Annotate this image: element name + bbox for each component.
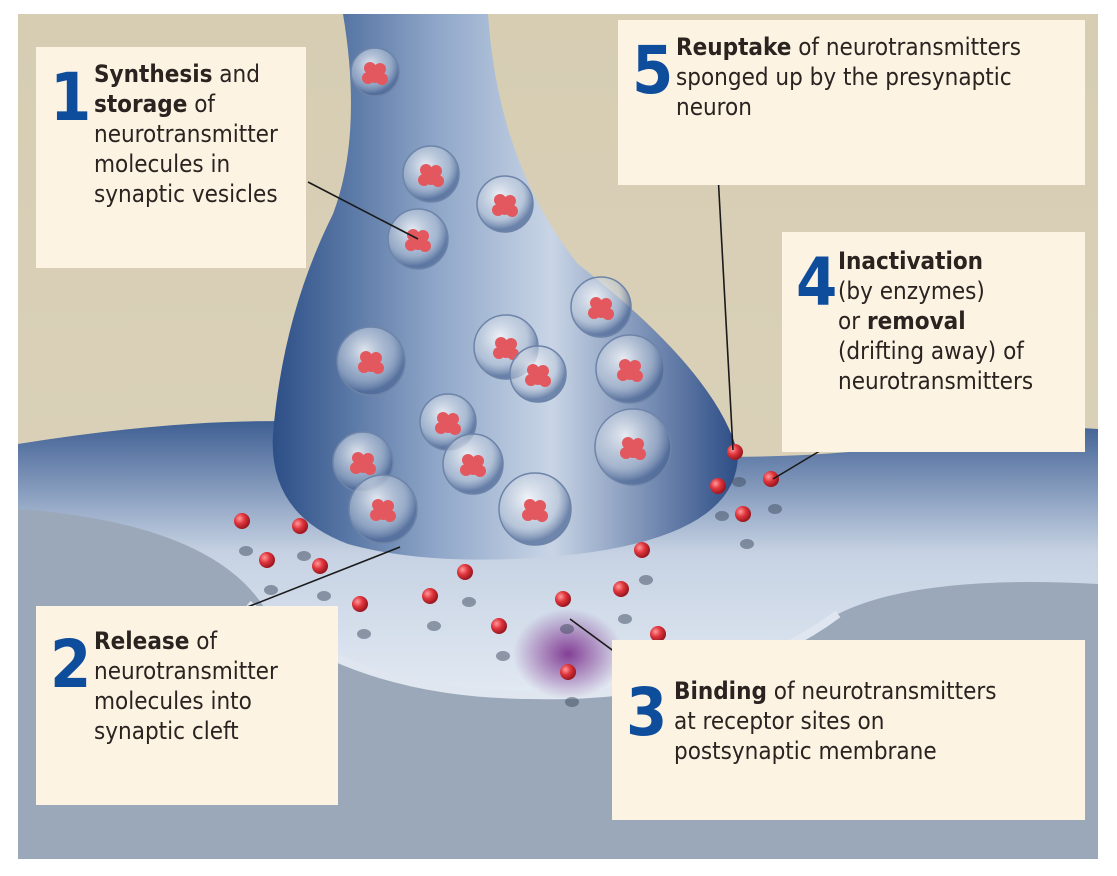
neurotransmitter-molecule bbox=[710, 478, 726, 494]
neurotransmitter-molecule bbox=[560, 664, 576, 680]
molecule-shadow bbox=[618, 614, 632, 624]
neurotransmitter-molecule bbox=[613, 581, 629, 597]
neurotransmitter-molecule bbox=[292, 518, 308, 534]
step-number-1: 1 bbox=[50, 59, 91, 136]
vesicle bbox=[348, 474, 418, 544]
neurotransmitter-molecule bbox=[259, 552, 275, 568]
step-4-text: or bbox=[838, 307, 867, 335]
vesicle bbox=[402, 145, 460, 203]
step-4-text: neurotransmitters bbox=[838, 367, 1034, 395]
step-4-text: (drifting away) of bbox=[838, 337, 1024, 365]
vesicle bbox=[594, 408, 672, 486]
neurotransmitter-molecule bbox=[634, 542, 650, 558]
molecule-shadow bbox=[740, 539, 754, 549]
vesicle bbox=[498, 472, 572, 546]
neurotransmitter-molecule bbox=[234, 513, 250, 529]
neurotransmitter-molecules bbox=[234, 444, 782, 707]
step-number-3: 3 bbox=[626, 674, 667, 751]
neurotransmitter-molecule bbox=[555, 591, 571, 607]
step-number-4: 4 bbox=[796, 244, 837, 321]
label-step-4: 4 Inactivation (by enzymes) or removal (… bbox=[782, 232, 1085, 452]
neurotransmitter-molecule bbox=[763, 471, 779, 487]
step-3-text: of neurotransmitters bbox=[766, 677, 997, 705]
neurotransmitter-molecule bbox=[457, 564, 473, 580]
molecule-shadow bbox=[297, 551, 311, 561]
neurotransmitter-molecule bbox=[352, 596, 368, 612]
step-1-text: molecules in bbox=[94, 150, 231, 178]
vesicle bbox=[476, 175, 534, 233]
molecule-shadow bbox=[264, 585, 278, 595]
molecule-shadow bbox=[317, 591, 331, 601]
molecule-shadow bbox=[560, 624, 574, 634]
molecule-shadow bbox=[496, 651, 510, 661]
step-1-text: and bbox=[212, 60, 260, 88]
label-step-5: 5 Reuptake of neurotransmitters sponged … bbox=[618, 20, 1085, 185]
step-5-title: Reuptake bbox=[676, 33, 792, 61]
molecule-shadow bbox=[639, 575, 653, 585]
molecule-shadow bbox=[462, 597, 476, 607]
neurotransmitter-molecule bbox=[312, 558, 328, 574]
step-number-2: 2 bbox=[50, 626, 91, 703]
step-1-text: synaptic vesicles bbox=[94, 180, 278, 208]
molecule-shadow bbox=[715, 511, 729, 521]
vesicle bbox=[336, 326, 406, 396]
step-5-text: of neurotransmitters bbox=[791, 33, 1021, 61]
molecule-shadow bbox=[732, 477, 746, 487]
vesicle bbox=[509, 345, 567, 403]
vesicle bbox=[570, 276, 632, 338]
step-4-text: (by enzymes) bbox=[838, 277, 985, 305]
molecule-shadow bbox=[239, 546, 253, 556]
step-4-title-2: removal bbox=[866, 307, 966, 335]
step-2-title: Release bbox=[94, 627, 190, 655]
step-5-text: neuron bbox=[676, 93, 752, 121]
step-1-title-2: storage bbox=[94, 90, 188, 118]
step-1-text: of bbox=[187, 90, 215, 118]
vesicle bbox=[595, 334, 665, 404]
step-2-text: molecules into bbox=[94, 687, 252, 715]
label-step-2: 2 Release of neurotransmitter molecules … bbox=[36, 606, 338, 805]
step-2-text: of bbox=[189, 627, 218, 655]
label-step-1: 1 Synthesis and storage of neurotransmit… bbox=[36, 47, 306, 268]
step-3-title: Binding bbox=[674, 677, 767, 705]
vesicle bbox=[350, 47, 400, 97]
neurotransmitter-molecule bbox=[735, 506, 751, 522]
step-2-text: synaptic cleft bbox=[94, 717, 239, 745]
label-step-3: 3 Binding of neurotransmitters at recept… bbox=[612, 640, 1085, 820]
step-1-text: neurotransmitter bbox=[94, 120, 278, 148]
step-number-5: 5 bbox=[632, 32, 673, 109]
neurotransmitter-molecule bbox=[422, 588, 438, 604]
molecule-shadow bbox=[768, 504, 782, 514]
step-2-text: neurotransmitter bbox=[94, 657, 278, 685]
synaptic-vesicles bbox=[332, 47, 672, 546]
step-5-text: sponged up by the presynaptic bbox=[676, 63, 1012, 91]
neurotransmitter-molecule bbox=[727, 444, 743, 460]
step-3-text: at receptor sites on bbox=[674, 707, 885, 735]
molecule-shadow bbox=[427, 621, 441, 631]
molecule-shadow bbox=[565, 697, 579, 707]
step-3-text: postsynaptic membrane bbox=[674, 737, 937, 765]
neurotransmitter-molecule bbox=[491, 618, 507, 634]
molecule-shadow bbox=[357, 629, 371, 639]
vesicle bbox=[442, 433, 504, 495]
neurotransmitter-molecule bbox=[650, 626, 666, 642]
step-4-title: Inactivation bbox=[838, 247, 984, 275]
step-1-title: Synthesis bbox=[94, 60, 213, 88]
